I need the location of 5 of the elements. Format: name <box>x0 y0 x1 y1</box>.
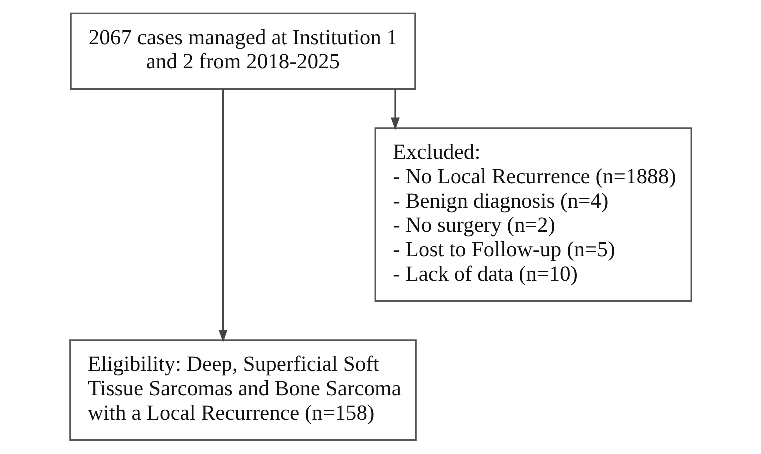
node-box: 2067 cases managed at Institution 1 and 2 from 2018-2025 <box>70 12 416 90</box>
node-box: Eligibility: Deep, Superficial Soft Tissue Sarcomas and Bone Sarcoma with a Local Recurrence (n=158) <box>69 340 416 442</box>
node-box: Excluded: - No Local Recurrence (n=1888) - Benign diagnosis (n=4) - No surgery (n=2) - Lost to Follow-up (n=5) - Lack of data (n=10) <box>374 128 692 302</box>
arrow <box>390 89 400 130</box>
arrow <box>218 90 228 343</box>
